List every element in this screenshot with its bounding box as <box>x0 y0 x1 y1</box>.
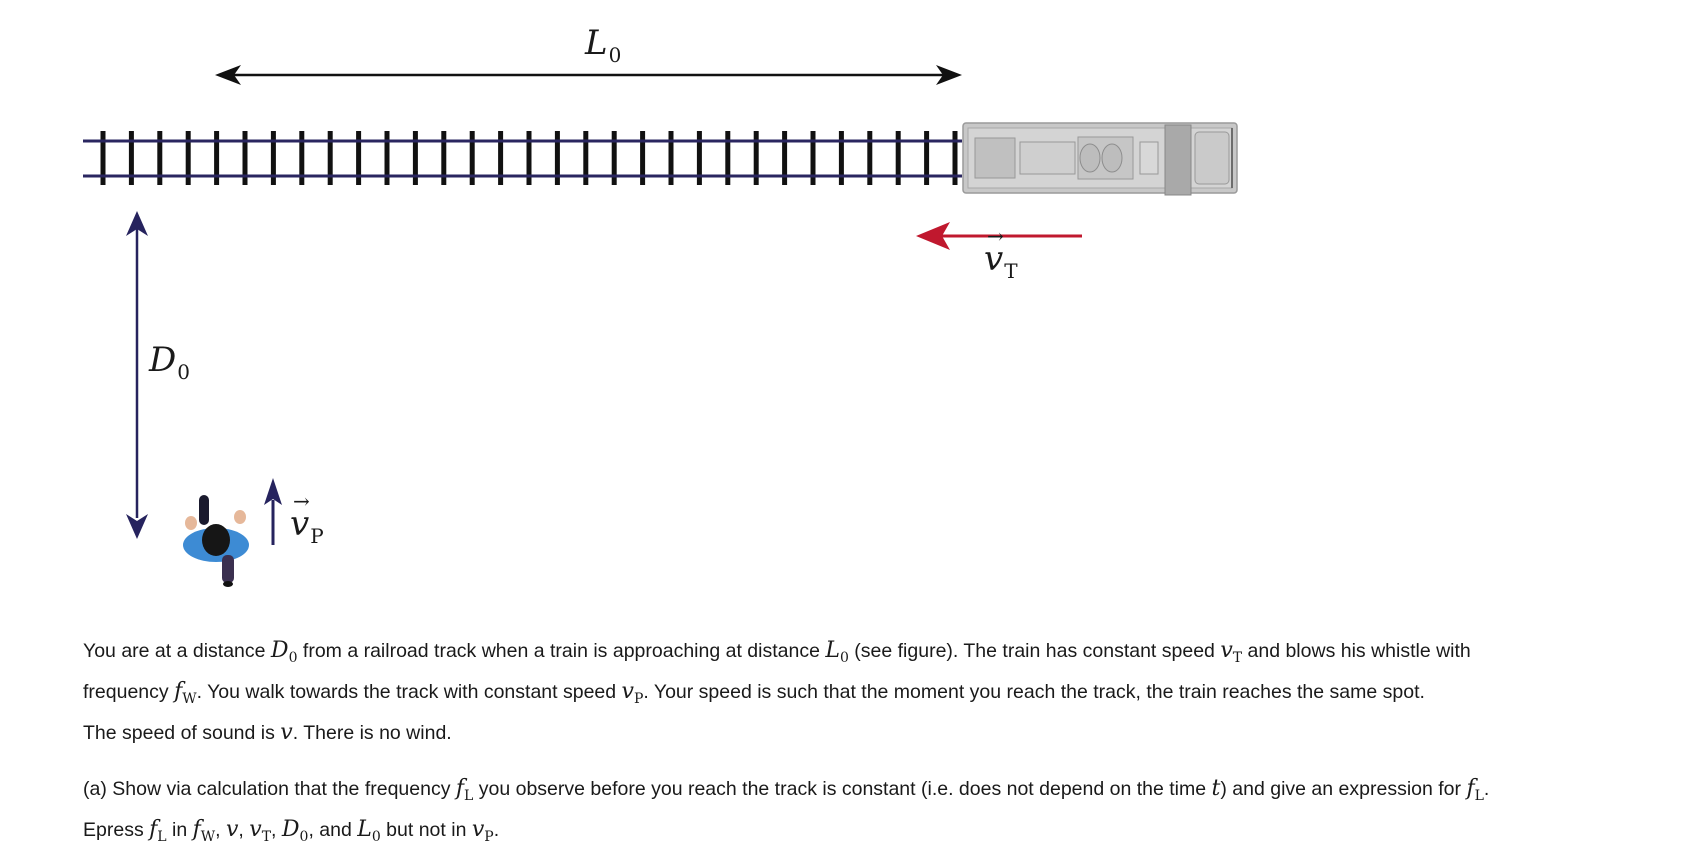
problem-part-a: (a) Show via calculation that the freque… <box>83 776 1490 845</box>
track-tie <box>128 131 134 185</box>
track-tie <box>412 131 418 185</box>
track-tie <box>696 131 702 185</box>
track-tie <box>214 131 220 185</box>
track-tie <box>725 131 731 185</box>
l0-dimension-arrow <box>215 65 962 85</box>
track-tie <box>924 131 930 185</box>
track-tie <box>583 131 589 185</box>
track-tie <box>185 131 191 185</box>
person-velocity-arrow <box>264 478 282 545</box>
problem-text: You are at a distance D0 from a railroad… <box>83 634 1693 854</box>
track-tie <box>356 131 362 185</box>
track-tie <box>867 131 873 185</box>
label-vt: vT <box>984 226 1018 281</box>
track-tie <box>668 131 674 185</box>
d0-dimension-arrow <box>126 211 148 539</box>
track-tie <box>327 131 333 185</box>
problem-intro: You are at a distance D0 from a railroad… <box>83 638 1471 745</box>
person-icon <box>183 495 249 587</box>
train-velocity-arrow <box>916 222 1082 250</box>
track-tie <box>782 131 788 185</box>
railroad-track <box>83 131 962 185</box>
track-tie <box>100 131 106 185</box>
track-ties <box>100 131 958 185</box>
train-icon <box>962 122 1238 196</box>
track-tie <box>469 131 475 185</box>
track-tie <box>242 131 248 185</box>
track-tie <box>895 131 901 185</box>
label-d0: D0 <box>149 340 190 384</box>
track-tie <box>952 131 958 185</box>
track-tie <box>611 131 617 185</box>
track-tie <box>299 131 305 185</box>
track-tie <box>838 131 844 185</box>
track-tie <box>554 131 560 185</box>
track-tie <box>810 131 816 185</box>
track-tie <box>270 131 276 185</box>
track-tie <box>753 131 759 185</box>
track-tie <box>384 131 390 185</box>
track-tie <box>441 131 447 185</box>
label-vp: vP <box>290 491 324 546</box>
figure <box>83 65 1238 587</box>
track-tie <box>498 131 504 185</box>
track-tie <box>640 131 646 185</box>
track-tie <box>157 131 163 185</box>
track-tie <box>526 131 532 185</box>
label-l0: L0 <box>585 23 622 67</box>
